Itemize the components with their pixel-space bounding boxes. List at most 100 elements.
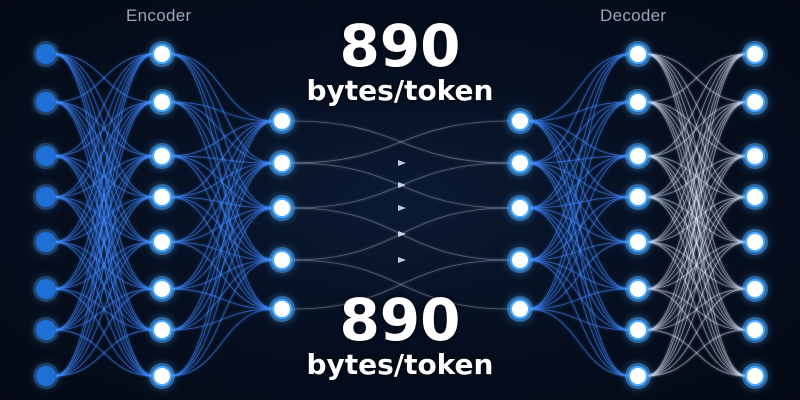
- connection-line: [527, 259, 631, 331]
- connection-line: [169, 101, 275, 122]
- hidden-node: [742, 229, 768, 255]
- connection-line: [645, 155, 748, 331]
- connection-line: [527, 259, 631, 290]
- hidden-node: [507, 247, 533, 273]
- hidden-node: [625, 317, 651, 343]
- flow-arrow: [398, 257, 406, 263]
- connection-line: [527, 207, 631, 331]
- connection-line: [169, 53, 275, 122]
- input-node: [33, 317, 59, 343]
- connection-line: [169, 196, 275, 310]
- connection-line: [527, 53, 631, 310]
- connection-line: [645, 155, 748, 243]
- hidden-node: [507, 296, 533, 322]
- connection-line: [53, 196, 155, 331]
- hidden-node: [149, 363, 175, 389]
- connection-line: [169, 120, 275, 198]
- connection-line: [169, 120, 275, 243]
- connection-line: [527, 155, 631, 164]
- hidden-node: [625, 89, 651, 115]
- connection-line: [527, 162, 631, 290]
- connection-line: [645, 196, 748, 243]
- hidden-node: [149, 41, 175, 67]
- connection-line: [527, 241, 631, 310]
- connection-line: [645, 155, 748, 377]
- hidden-node: [625, 41, 651, 67]
- connection-line: [645, 101, 748, 290]
- hidden-node: [149, 229, 175, 255]
- connection-line: [169, 259, 275, 377]
- connection-line: [527, 162, 631, 331]
- connection-line: [645, 53, 748, 290]
- hidden-node: [507, 195, 533, 221]
- connection-line: [645, 196, 748, 377]
- hidden-node: [269, 195, 295, 221]
- connection-line: [169, 53, 275, 261]
- connection-line: [169, 53, 275, 164]
- connection-line: [53, 53, 155, 198]
- bottleneck-arrows: [398, 160, 406, 263]
- connection-line: [53, 53, 155, 290]
- connection-line: [53, 241, 155, 377]
- connection-line: [53, 101, 155, 157]
- input-node: [33, 276, 59, 302]
- connection-line: [527, 259, 631, 377]
- connection-line: [53, 53, 155, 103]
- connection-line: [53, 155, 155, 290]
- flow-arrow: [398, 205, 406, 211]
- connection-line: [645, 53, 748, 331]
- input-node: [33, 184, 59, 210]
- hidden-node: [149, 143, 175, 169]
- connection-lines: [53, 53, 748, 377]
- connection-line: [169, 288, 275, 310]
- connection-line: [527, 241, 631, 261]
- input-node: [33, 229, 59, 255]
- connection-line: [169, 308, 275, 331]
- hidden-node: [742, 363, 768, 389]
- connection-line: [527, 120, 631, 198]
- connection-line: [527, 101, 631, 122]
- connection-line: [527, 308, 631, 331]
- input-node: [33, 89, 59, 115]
- hidden-node: [269, 108, 295, 134]
- connection-line: [53, 155, 155, 331]
- connection-line: [169, 155, 275, 261]
- connection-line: [645, 329, 748, 377]
- hidden-node: [625, 229, 651, 255]
- hidden-node: [269, 296, 295, 322]
- connection-line: [645, 101, 748, 377]
- connection-line: [169, 101, 275, 209]
- input-node: [33, 363, 59, 389]
- connection-line: [645, 155, 748, 198]
- connection-line: [527, 196, 631, 261]
- connection-line: [291, 259, 511, 310]
- connection-line: [645, 53, 748, 198]
- connection-line: [645, 288, 748, 377]
- connection-line: [53, 155, 155, 198]
- connection-line: [53, 53, 155, 377]
- connection-line: [169, 120, 275, 290]
- connection-line: [645, 196, 748, 331]
- hidden-node: [742, 317, 768, 343]
- connection-line: [169, 101, 275, 164]
- connection-line: [645, 53, 748, 103]
- metric-top: 890 bytes/token: [250, 16, 550, 106]
- encoder-label: Encoder: [126, 6, 192, 25]
- connection-line: [53, 101, 155, 377]
- connection-line: [169, 162, 275, 198]
- hidden-node: [507, 150, 533, 176]
- connection-line: [169, 53, 275, 209]
- hidden-node: [742, 184, 768, 210]
- connection-line: [645, 155, 748, 290]
- connection-line: [169, 241, 275, 261]
- connection-line: [527, 207, 631, 290]
- connection-line: [527, 53, 631, 122]
- connection-line: [527, 155, 631, 261]
- connection-line: [645, 53, 748, 377]
- metric-top-unit: bytes/token: [306, 74, 494, 107]
- hidden-node: [625, 184, 651, 210]
- hidden-node: [742, 89, 768, 115]
- connection-line: [169, 308, 275, 377]
- hidden-node: [625, 276, 651, 302]
